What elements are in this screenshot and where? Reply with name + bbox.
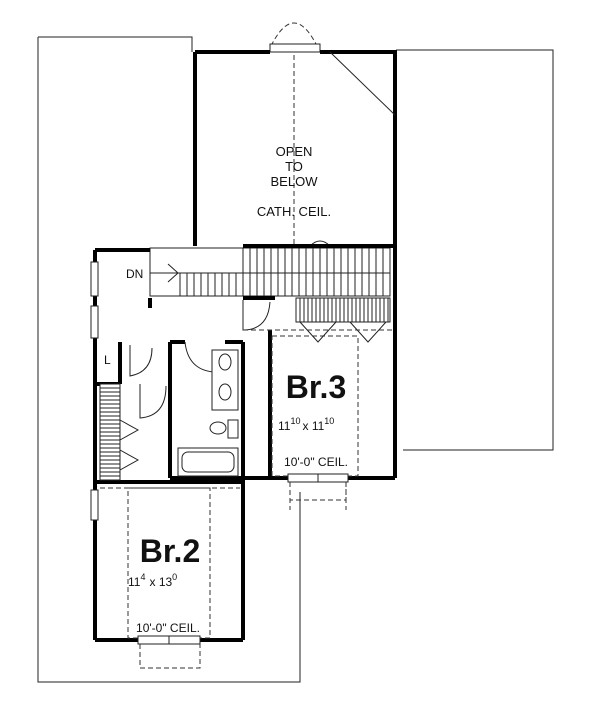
br3-name: Br.3	[286, 369, 346, 405]
open-label-3: BELOW	[271, 174, 319, 189]
labels: OPEN TO BELOW CATH. CEIL. DN L Br.3 1110…	[104, 144, 348, 635]
br2-name: Br.2	[140, 533, 200, 569]
open-to-below-walls	[193, 50, 397, 246]
roof-outline	[37, 36, 554, 683]
top-window-arc	[269, 22, 321, 53]
bedroom-windows	[137, 473, 349, 669]
dn-label: DN	[126, 267, 143, 281]
closets	[99, 297, 391, 481]
cath-ceil-label: CATH. CEIL.	[257, 204, 331, 219]
br3-ceiling: 10'-0" CEIL.	[284, 455, 348, 469]
br2-ceiling: 10'-0" CEIL.	[136, 621, 200, 635]
stairs	[149, 240, 391, 297]
open-label-1: OPEN	[276, 144, 313, 159]
open-label-2: TO	[285, 159, 303, 174]
lower-walls	[93, 244, 397, 642]
doors	[129, 300, 271, 419]
linen-closet-label: L	[104, 353, 111, 367]
bath-fixtures	[177, 349, 239, 477]
side-windows	[90, 261, 99, 521]
